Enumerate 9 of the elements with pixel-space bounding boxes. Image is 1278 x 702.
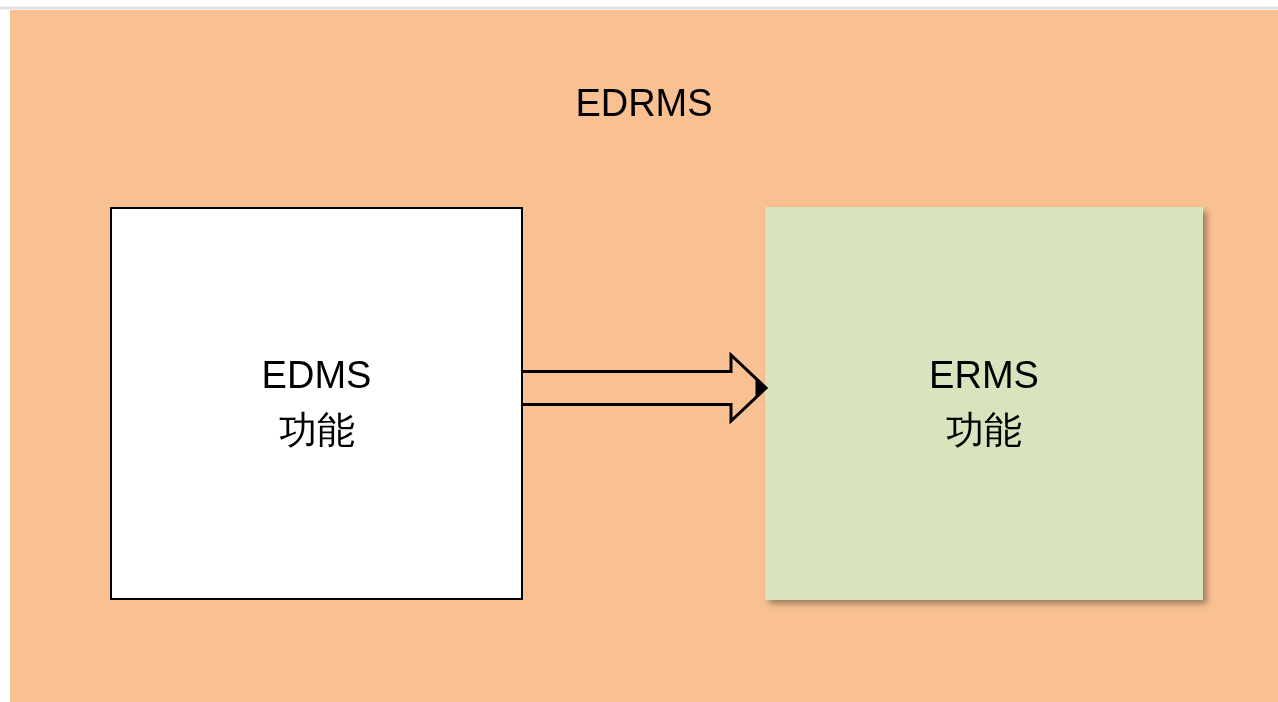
block-arrow bbox=[520, 351, 769, 425]
box-label: EDMS bbox=[261, 353, 372, 398]
process-box bbox=[110, 207, 523, 600]
panel-background bbox=[10, 10, 1278, 702]
process-box bbox=[765, 207, 1203, 600]
box-subtitle: 功能 bbox=[278, 408, 355, 453]
box-label: ERMS bbox=[929, 353, 1039, 398]
title-text: EDRMS bbox=[575, 81, 713, 126]
box-subtitle: 功能 bbox=[946, 408, 1022, 453]
